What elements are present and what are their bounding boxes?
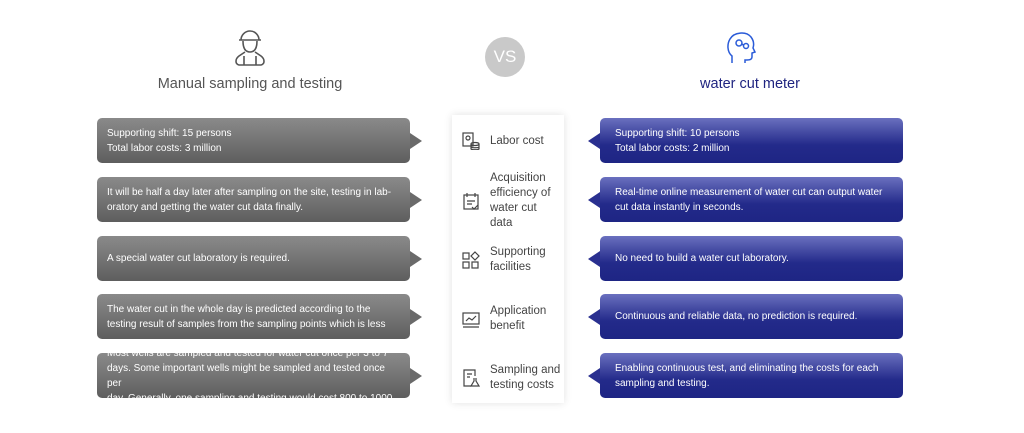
right-comparison-box: Enabling continuous test, and eliminatin… bbox=[588, 353, 903, 398]
criterion-label: Labor cost bbox=[490, 134, 544, 147]
box-text-line: It will be half a day later after sampli… bbox=[107, 186, 392, 198]
right-comparison-box: No need to build a water cut laboratory. bbox=[588, 236, 903, 281]
box-text-line: Continuous and reliable data, no predict… bbox=[615, 311, 858, 322]
meter-title: water cut meter bbox=[700, 76, 800, 92]
criterion-label: Supporting facilities bbox=[490, 246, 546, 273]
right-comparison-box: Real-time online measurement of water cu… bbox=[588, 177, 903, 222]
criterion-label: Application benefit bbox=[490, 304, 547, 332]
left-comparison-box: Most wells are sampled and tested for wa… bbox=[97, 348, 422, 404]
criterion-item: Acquisition efficiency of water cut data bbox=[452, 172, 564, 229]
box-text-line: testing result of samples from the sampl… bbox=[107, 318, 386, 330]
criterion-item: Labor cost bbox=[452, 118, 564, 164]
box-text-line: cut data instantly in seconds. bbox=[615, 201, 744, 213]
criterion-item: Supporting facilities bbox=[452, 237, 564, 283]
left-comparison-box: It will be half a day later after sampli… bbox=[97, 177, 422, 222]
facilities-icon bbox=[462, 251, 480, 269]
criterion-item: Sampling and testing costs bbox=[452, 355, 564, 401]
box-text-line: Enabling continuous test, and eliminatin… bbox=[615, 362, 879, 374]
box-text-line: sampling and testing. bbox=[615, 377, 710, 389]
box-text-line: Supporting shift: 15 persons bbox=[107, 127, 232, 139]
criterion-item: Application benefit bbox=[452, 296, 564, 342]
criterion-label: Acquisition efficiency of water cut data bbox=[490, 171, 551, 229]
box-text-line: day. Generally, one sampling and testing… bbox=[107, 392, 396, 404]
checklist-icon bbox=[463, 192, 479, 210]
manual-title: Manual sampling and testing bbox=[157, 76, 343, 92]
left-comparison-box: The water cut in the whole day is predic… bbox=[97, 294, 422, 339]
box-text-line: Supporting shift: 10 persons bbox=[615, 127, 740, 139]
criterion-label: Sampling and testing costs bbox=[490, 364, 561, 391]
labor-cost-icon bbox=[462, 132, 480, 150]
box-text-line: oratory and getting the water cut data f… bbox=[107, 201, 304, 213]
worker-icon bbox=[235, 30, 265, 66]
box-text-line: Real-time online measurement of water cu… bbox=[615, 186, 883, 198]
box-text-line: Most wells are sampled and tested for wa… bbox=[107, 347, 389, 359]
box-text-line: A special water cut laboratory is requir… bbox=[107, 253, 290, 264]
box-text-line: Total labor costs: 3 million bbox=[107, 142, 222, 154]
box-text-line: No need to build a water cut laboratory. bbox=[615, 253, 789, 264]
vs-badge: VS bbox=[485, 37, 525, 77]
box-text-line: days. Some important wells might be samp… bbox=[107, 362, 385, 389]
brain-icon bbox=[727, 32, 756, 63]
left-comparison-box: A special water cut laboratory is requir… bbox=[97, 236, 422, 281]
chart-monitor-icon bbox=[462, 311, 480, 328]
box-text-line: The water cut in the whole day is predic… bbox=[107, 303, 371, 315]
lab-flask-icon bbox=[463, 369, 480, 387]
right-comparison-box: Continuous and reliable data, no predict… bbox=[588, 294, 903, 339]
box-text-line: Total labor costs: 2 million bbox=[615, 142, 730, 154]
